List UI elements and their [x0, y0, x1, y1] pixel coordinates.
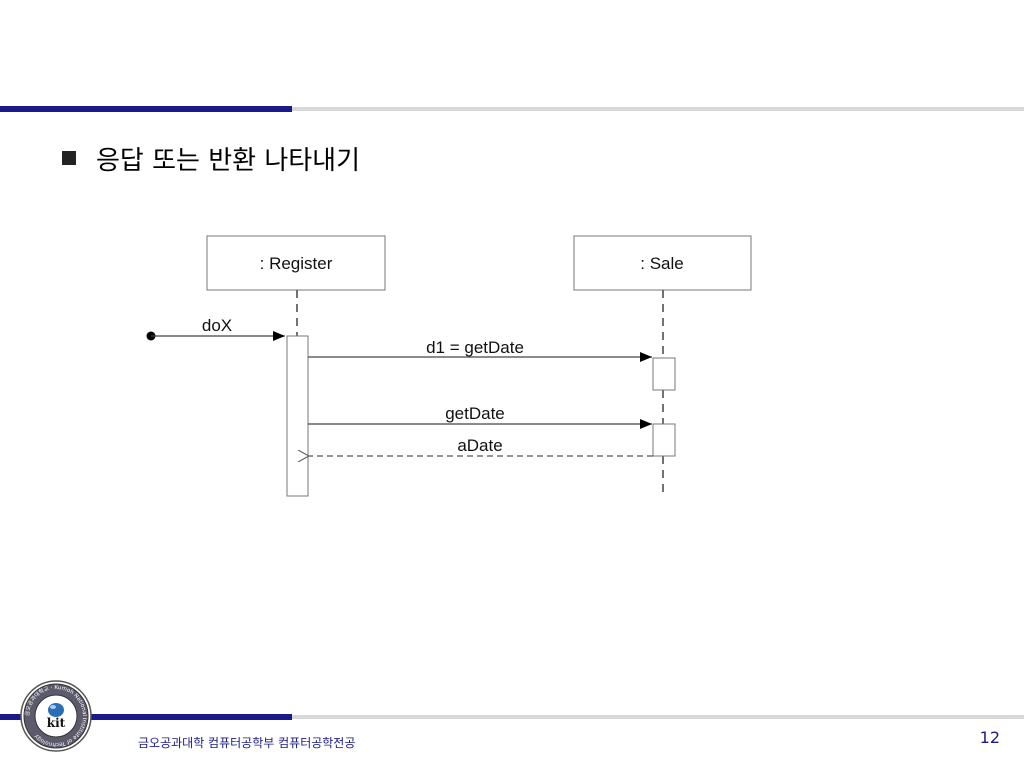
lifeline-register-label: : Register	[260, 254, 333, 273]
bullet-square-icon	[62, 151, 76, 165]
lifeline-sale-box	[573, 235, 752, 291]
message-d1-getdate: d1 = getDate	[308, 338, 652, 362]
bottom-rule-accent	[0, 714, 292, 720]
svg-text:kit: kit	[47, 716, 66, 730]
lifeline-sale-label: : Sale	[640, 254, 683, 273]
message-dox: doX	[146, 316, 285, 341]
slide-title-text: 응답 또는 반환 나타내기	[96, 145, 360, 176]
top-rule-accent	[0, 106, 292, 112]
lifeline-register-box	[206, 235, 386, 291]
top-rule	[292, 107, 1024, 111]
message-getdate: getDate	[308, 404, 652, 429]
message-dox-label: doX	[202, 316, 232, 335]
message-adate-label: aDate	[457, 436, 502, 455]
footer-department: 금오공과대학 컴퓨터공학부 컴퓨터공학전공	[138, 736, 356, 750]
activation-register	[286, 335, 309, 497]
message-getdate-label: getDate	[445, 404, 505, 423]
activation-sale-2	[652, 423, 676, 457]
message-d1-getdate-label: d1 = getDate	[426, 338, 524, 357]
slide-title: 응답 또는 반환 나타내기	[62, 140, 360, 176]
university-seal-icon: 금오공과대학교 · Kumoh National Institute of Te…	[20, 680, 92, 752]
activation-sale-1	[652, 357, 676, 391]
message-adate-return: aDate	[309, 436, 653, 456]
page-number: 12	[979, 728, 1000, 747]
lifeline-sale: : Sale	[573, 235, 752, 498]
bottom-rule	[292, 715, 1024, 719]
lifeline-register: : Register	[206, 235, 386, 336]
